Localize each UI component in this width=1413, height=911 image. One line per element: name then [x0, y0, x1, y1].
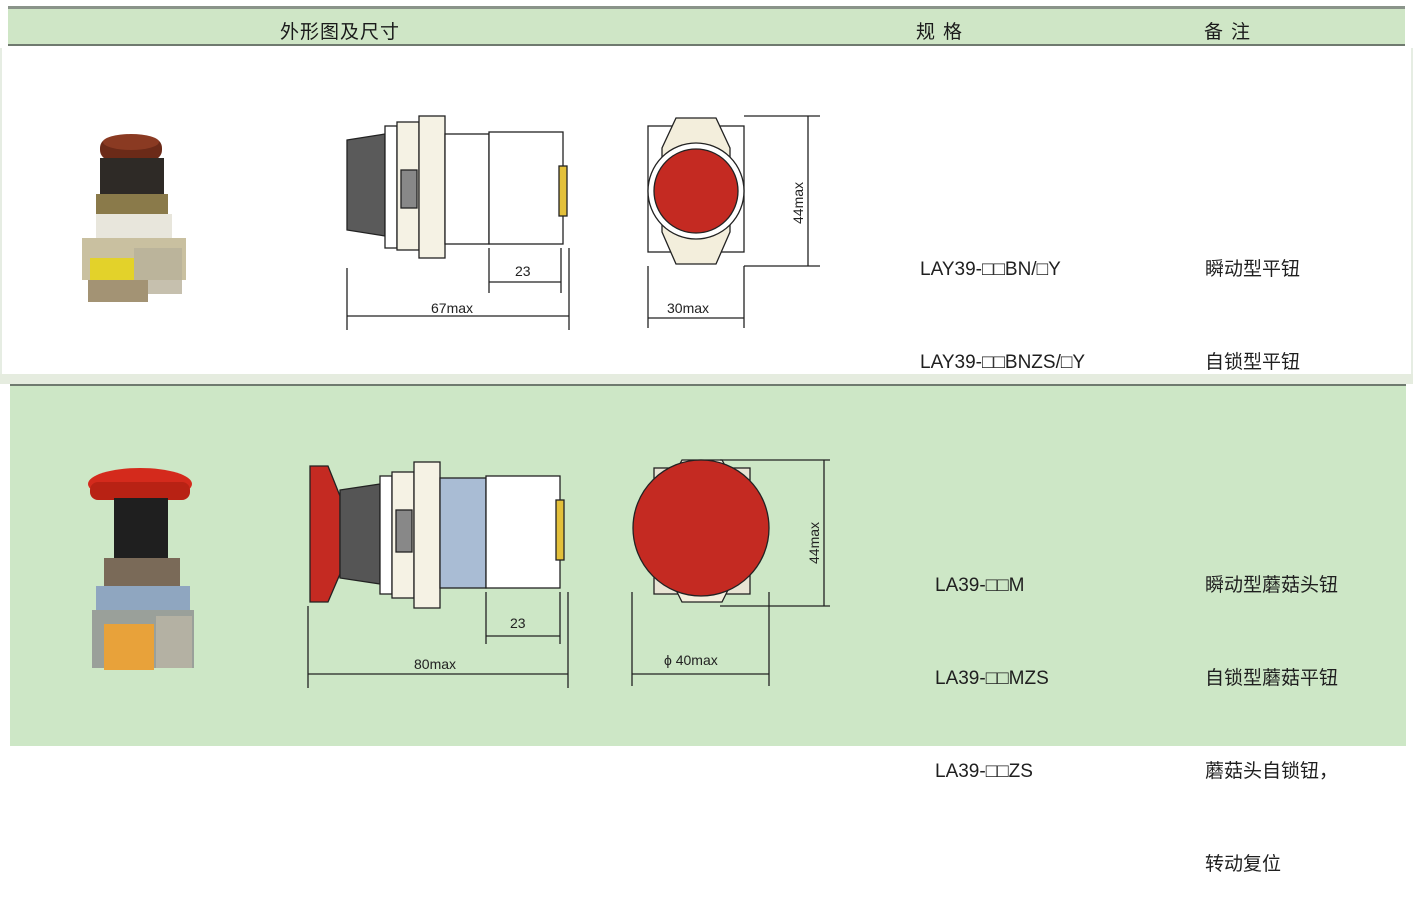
- spec-item: LA39-□□ZS: [935, 761, 1033, 782]
- dim-width: 30max: [667, 300, 709, 316]
- remark-list: 瞬动型平钮 自锁型平钮: [1205, 192, 1300, 409]
- spec-list: LA39-□□M LA39-□□MZS LA39-□□ZS: [935, 508, 1049, 818]
- row-separator: [0, 374, 1413, 384]
- remark-item: 自锁型平钮: [1205, 351, 1301, 373]
- spec-list: LAY39-□□BN/□Y LAY39-□□BNZS/□Y: [920, 192, 1085, 409]
- header-remarks: 备 注: [1204, 21, 1252, 43]
- remark-item: 转动复位: [1205, 853, 1282, 875]
- front-view-drawing-mushroom-button: ϕ 40max 44max: [631, 459, 830, 686]
- dim-diameter: ϕ 40max: [664, 652, 718, 668]
- spec-item: LA39-□□M: [935, 575, 1025, 596]
- dim-depth: 80max: [414, 656, 456, 672]
- spec-item: LAY39-□□BN/□Y: [920, 259, 1061, 280]
- side-view-drawing-flat-button: 23 67max: [346, 115, 570, 330]
- remark-list: 瞬动型蘑菇头钮 自锁型蘑菇平钮 蘑菇头自锁钮， 转动复位: [1205, 508, 1338, 911]
- product-photo-mushroom-button: [88, 468, 194, 670]
- spec-item: LAY39-□□BNZS/□Y: [920, 352, 1086, 373]
- dim-panel-thickness: 23: [515, 263, 531, 279]
- header-specification: 规 格: [916, 21, 964, 43]
- dim-depth: 67max: [431, 300, 473, 316]
- remark-item: 瞬动型平钮: [1205, 258, 1301, 280]
- dim-panel-thickness: 23: [510, 615, 526, 631]
- remark-item: 瞬动型蘑菇头钮: [1205, 574, 1339, 596]
- header-shape-dimensions: 外形图及尺寸: [280, 21, 401, 43]
- side-view-drawing-mushroom-button: 23 80max: [307, 461, 569, 688]
- dim-height: 44max: [806, 522, 822, 564]
- remark-item: 蘑菇头自锁钮，: [1205, 760, 1339, 782]
- table-header: 外形图及尺寸 规 格 备 注: [8, 6, 1405, 46]
- front-view-drawing-flat-button: 30max 44max: [647, 115, 820, 328]
- dim-height: 44max: [790, 182, 806, 224]
- remark-item: 自锁型蘑菇平钮: [1205, 667, 1339, 689]
- spec-item: LA39-□□MZS: [935, 668, 1049, 689]
- product-photo-flat-button: [82, 134, 186, 302]
